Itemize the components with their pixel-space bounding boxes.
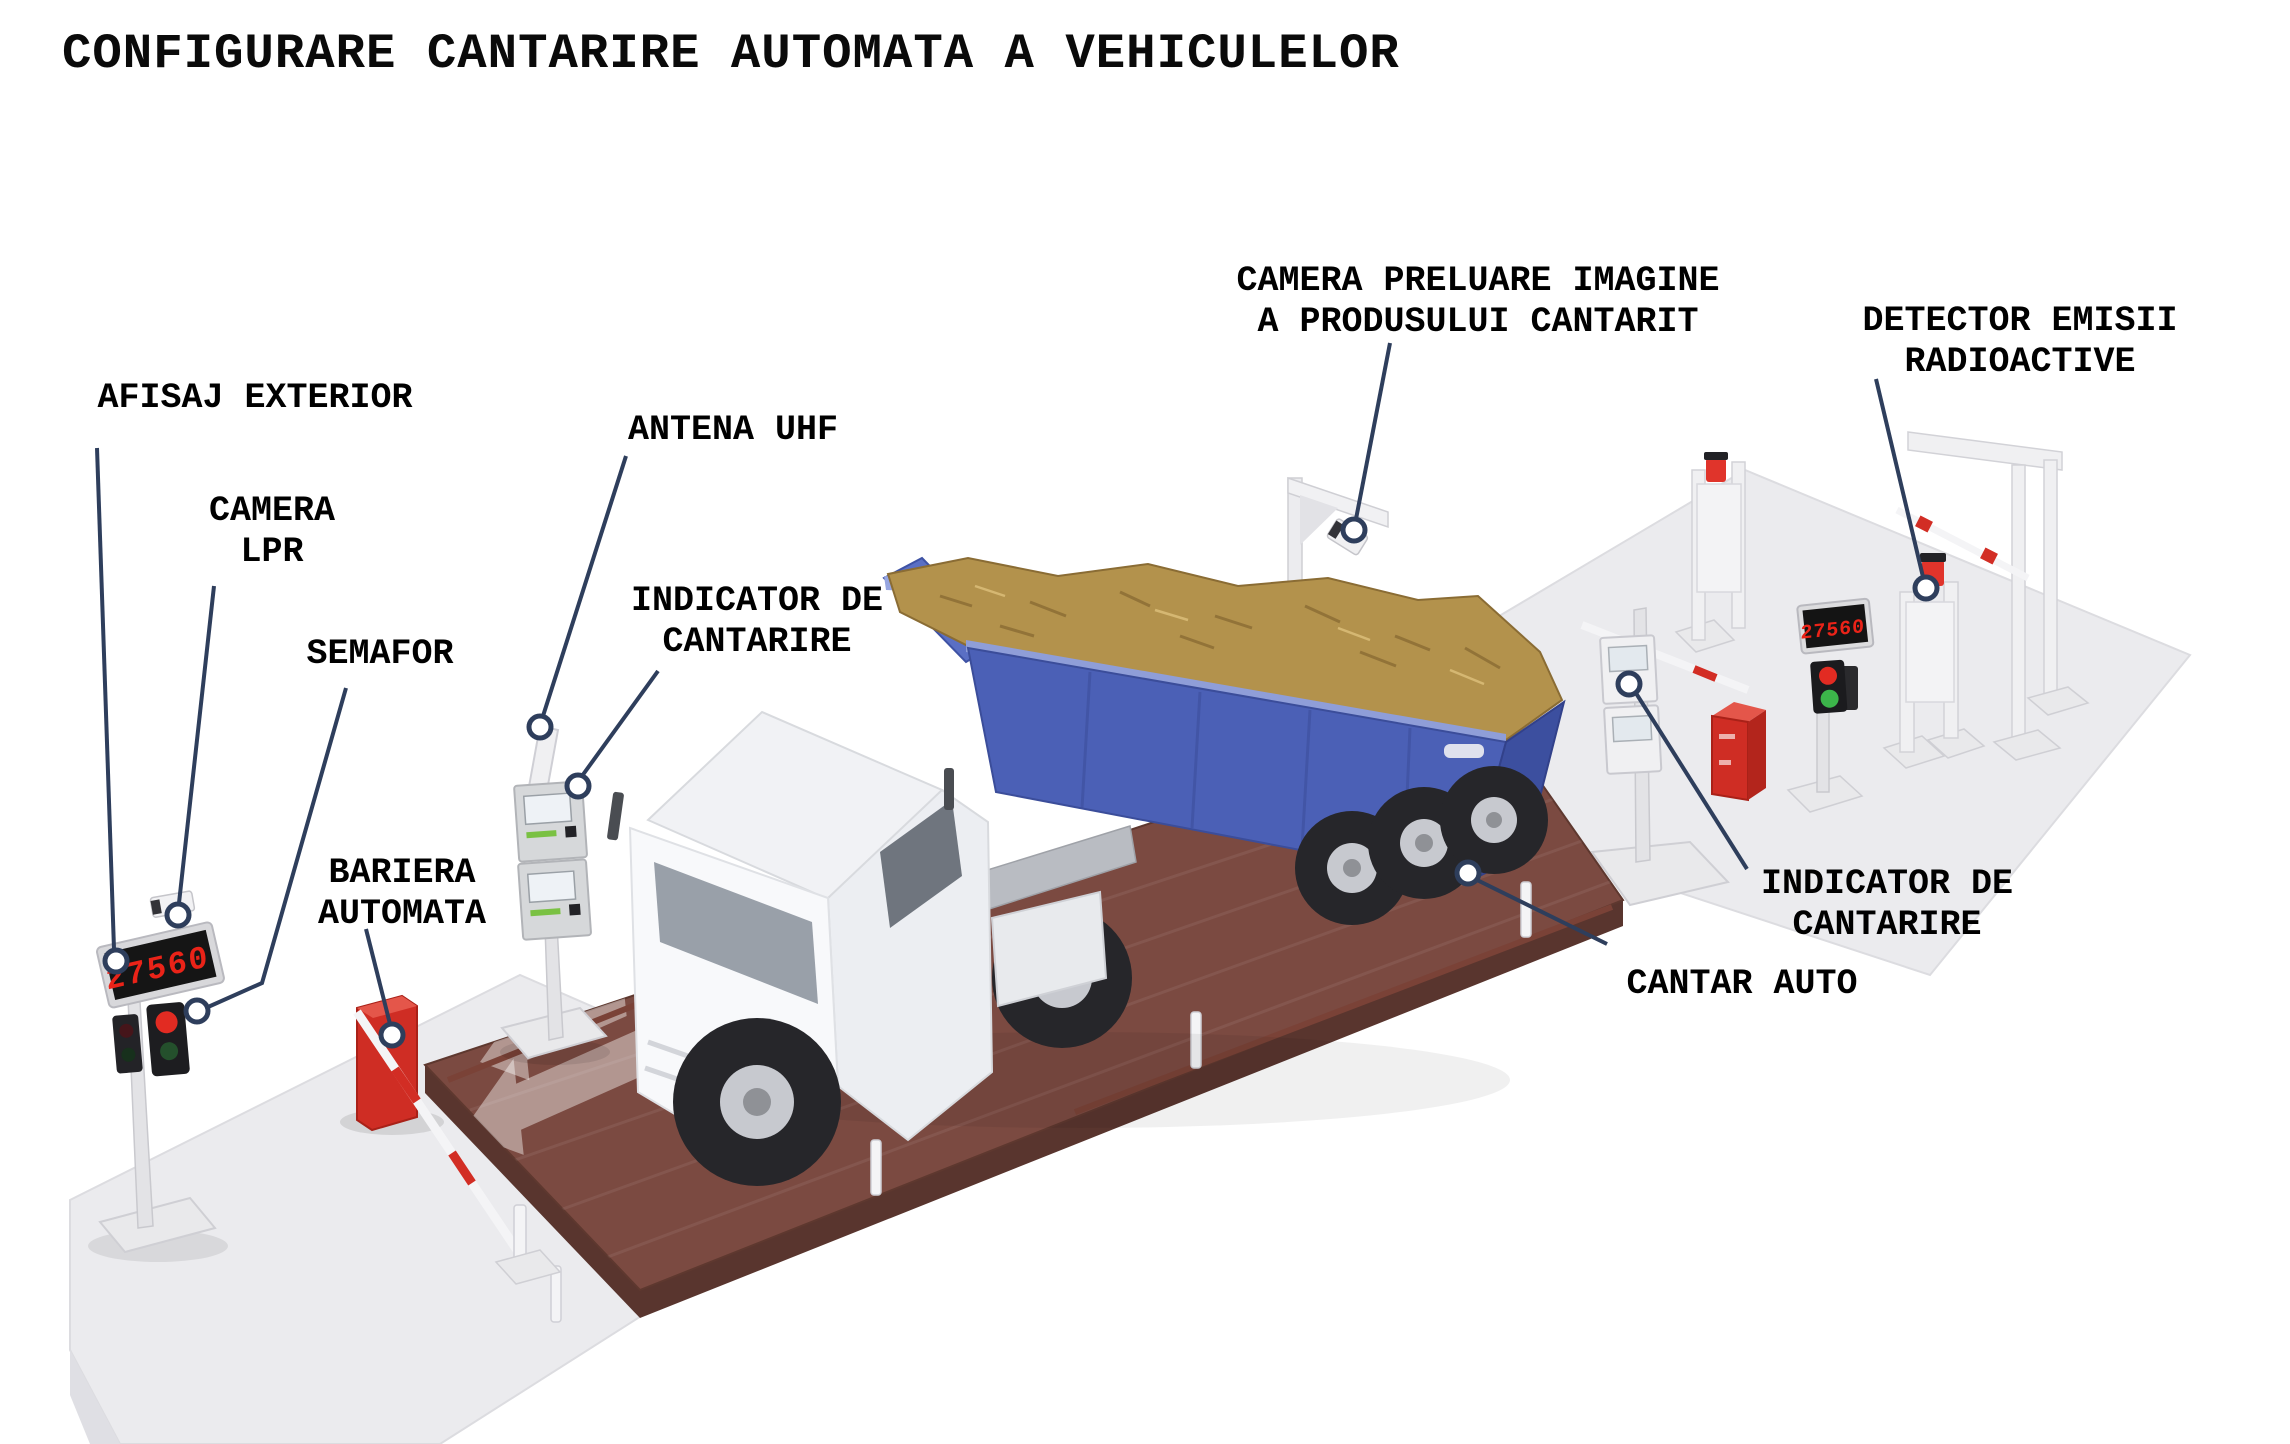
tipper-trailer bbox=[882, 556, 1566, 925]
label-afisaj-exterior: AFISAJ EXTERIOR bbox=[97, 378, 413, 418]
label-camera-lpr: CAMERA LPR bbox=[208, 491, 336, 572]
exit-gantry bbox=[1895, 431, 2090, 761]
red-kiosk bbox=[1711, 702, 1766, 802]
chassis bbox=[954, 825, 1137, 1048]
traffic-light-right bbox=[1810, 659, 1858, 714]
label-detector-emisii: DETECTOR EMISII RADIOACTIVE bbox=[1862, 301, 2178, 382]
truck-cab bbox=[607, 710, 994, 1186]
overhead-camera-mast bbox=[1287, 476, 1389, 606]
label-semafor: SEMAFOR bbox=[306, 634, 454, 674]
label-indicator-cantarire-dreapta: INDICATOR DE CANTARIRE bbox=[1760, 864, 2014, 945]
weighing-indicator-left-boxes bbox=[513, 780, 592, 941]
leader-lines bbox=[95, 342, 1925, 1025]
beacon-far bbox=[1704, 452, 1728, 482]
page-title: CONFIGURARE CANTARIRE AUTOMATA A VEHICUL… bbox=[62, 26, 1400, 82]
radiation-detector-near-column bbox=[1882, 553, 1986, 769]
weighing-indicator-right-boxes bbox=[1599, 634, 1663, 775]
uhf-antenna-pole bbox=[500, 724, 610, 1065]
exit-display-assembly: 27560 bbox=[1786, 597, 1875, 813]
label-bariera-automata: BARIERA AUTOMATA bbox=[317, 853, 487, 934]
radiation-detector-far-column bbox=[1674, 452, 1746, 653]
label-indicator-cantarire-stanga: INDICATOR DE CANTARIRE bbox=[630, 581, 884, 662]
guard-posts bbox=[550, 881, 1532, 1323]
label-camera-preluare: CAMERA PRELUARE IMAGINE A PRODUSULUI CAN… bbox=[1236, 261, 1720, 342]
label-cantar-auto: CANTAR AUTO bbox=[1626, 964, 1858, 1004]
trailer-wheels bbox=[1295, 766, 1548, 925]
leader-endpoints bbox=[102, 516, 1940, 1049]
exit-display: 27560 bbox=[1796, 597, 1875, 655]
weighing-indicator-right-assembly bbox=[1590, 607, 1730, 907]
traffic-light-left bbox=[112, 1002, 190, 1077]
cargo-load bbox=[886, 556, 1564, 742]
barrier-arm bbox=[353, 1009, 562, 1285]
label-antena-uhf: ANTENA UHF bbox=[627, 410, 839, 450]
truck bbox=[607, 556, 1566, 1186]
